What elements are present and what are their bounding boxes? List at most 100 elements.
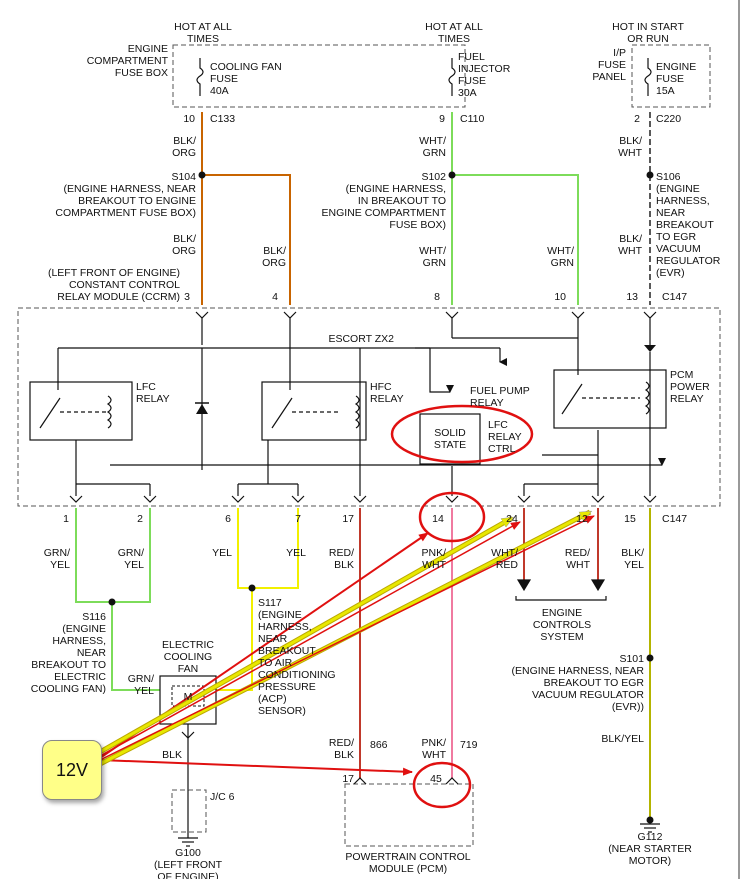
- label-c147-top: C147: [662, 291, 687, 303]
- callout-label: 12V: [55, 759, 89, 780]
- ccrm-bottom-pin-12: 12: [576, 513, 588, 525]
- cooling-fan-fuse-symbol: [196, 58, 204, 96]
- splice-s102-dot: [448, 171, 456, 179]
- label-wire-blk-org-3: BLK/ORG: [262, 245, 286, 269]
- label-wire-blk-yel-2: BLK/YEL: [601, 733, 644, 745]
- label-wire-red-blk-2: RED/BLK: [329, 737, 354, 761]
- label-circuit-866: 866: [370, 739, 388, 751]
- wire-grn-yel-fan: [111, 602, 160, 691]
- ccrm-bottom-pin-17: 17: [342, 513, 354, 525]
- lfc-relay-box: [29, 381, 133, 441]
- fuel-injector-fuse-symbol: [448, 58, 456, 96]
- ccrm-bottom-pin-24: 24: [506, 513, 518, 525]
- ip-fuse-panel-outline: [631, 44, 711, 108]
- solid-state-box: [419, 413, 481, 465]
- splice-s101-dot: [646, 654, 654, 662]
- label-escort-zx2: ESCORT ZX2: [328, 333, 394, 345]
- highlight-solid-state: [390, 404, 534, 464]
- arrow-12v-to-pin-24-red: [99, 521, 521, 757]
- label-wire-grn-yel-2: GRN/YEL: [118, 547, 144, 571]
- engine-controls-bracket: [515, 579, 607, 601]
- engine-fuse-symbol: [644, 58, 652, 96]
- g100-ground-symbol: [178, 837, 198, 847]
- label-c110: C110: [460, 113, 484, 125]
- ccrm-top-pin-8: 8: [434, 291, 440, 303]
- label-wire-wht-grn-2: WHT/GRN: [419, 245, 446, 269]
- label-wire-red-blk-1: RED/BLK: [329, 547, 354, 571]
- label-circuit-719: 719: [460, 739, 478, 751]
- label-wire-blk: BLK: [162, 749, 182, 761]
- g112-ground-symbol: [640, 823, 660, 833]
- jc6-outline: [171, 789, 207, 833]
- wire-blk-org-branch: [202, 174, 291, 305]
- label-wire-blk-wht-2: BLK/WHT: [618, 233, 642, 257]
- label-wire-wht-red: WHT/RED: [491, 547, 518, 571]
- splice-s104-dot: [198, 171, 206, 179]
- label-wire-blk-org-2: BLK/ORG: [172, 233, 196, 257]
- label-wire-wht-grn-1: WHT/GRN: [419, 135, 446, 159]
- engine-compartment-fuse-box-outline: [172, 44, 466, 108]
- label-wire-blk-org-1: BLK/ORG: [172, 135, 196, 159]
- label-c220-pin: 2: [634, 113, 640, 125]
- ccrm-bottom-pin-15: 15: [624, 513, 636, 525]
- ccrm-bottom-chevrons: [69, 495, 657, 503]
- label-wire-yel-2: YEL: [286, 547, 306, 559]
- label-c147-bottom: C147: [662, 513, 687, 525]
- arrow-12v-to-pin-12-red: [99, 515, 595, 761]
- label-c133-pin: 10: [183, 113, 195, 125]
- wire-yel-loop: [237, 508, 299, 589]
- label-c133: C133: [210, 113, 235, 125]
- fan-ground-chevron: [181, 731, 195, 739]
- ccrm-bottom-pin-1: 1: [63, 513, 69, 525]
- fan-motor-symbol: [171, 685, 205, 707]
- relay-switch-symbols: [39, 381, 650, 429]
- label-motor: M: [184, 691, 193, 703]
- label-wire-blk-wht-1: BLK/WHT: [618, 135, 642, 159]
- label-pcm-pin-45: 45: [430, 773, 442, 785]
- label-c220: C220: [656, 113, 681, 125]
- page-edge: [738, 0, 740, 879]
- ccrm-module-outline: [17, 307, 721, 507]
- label-jc6: J/C 6: [210, 791, 235, 803]
- label-wire-grn-yel-1: GRN/YEL: [44, 547, 70, 571]
- diode-symbol: [196, 404, 208, 414]
- highlight-pcm-pin-45: [412, 761, 472, 809]
- label-wire-blk-yel-1: BLK/YEL: [621, 547, 644, 571]
- pcm-outline: [344, 783, 474, 847]
- g112-dot: [646, 816, 654, 824]
- ccrm-bottom-pin-14: 14: [432, 513, 444, 525]
- label-c110-pin: 9: [439, 113, 445, 125]
- arrow-12v-to-pin-12: [99, 510, 590, 766]
- ccrm-bottom-pin-6: 6: [225, 513, 231, 525]
- arrow-12v-to-pcm-45: [99, 759, 413, 776]
- label-wire-wht-grn-3: WHT/GRN: [547, 245, 574, 269]
- ccrm-top-pin-13: 13: [626, 291, 638, 303]
- arrow-12v-to-pin-24: [99, 518, 512, 754]
- ccrm-top-chevrons: [195, 311, 657, 319]
- pcm-relay-diode-symbol: [644, 345, 656, 352]
